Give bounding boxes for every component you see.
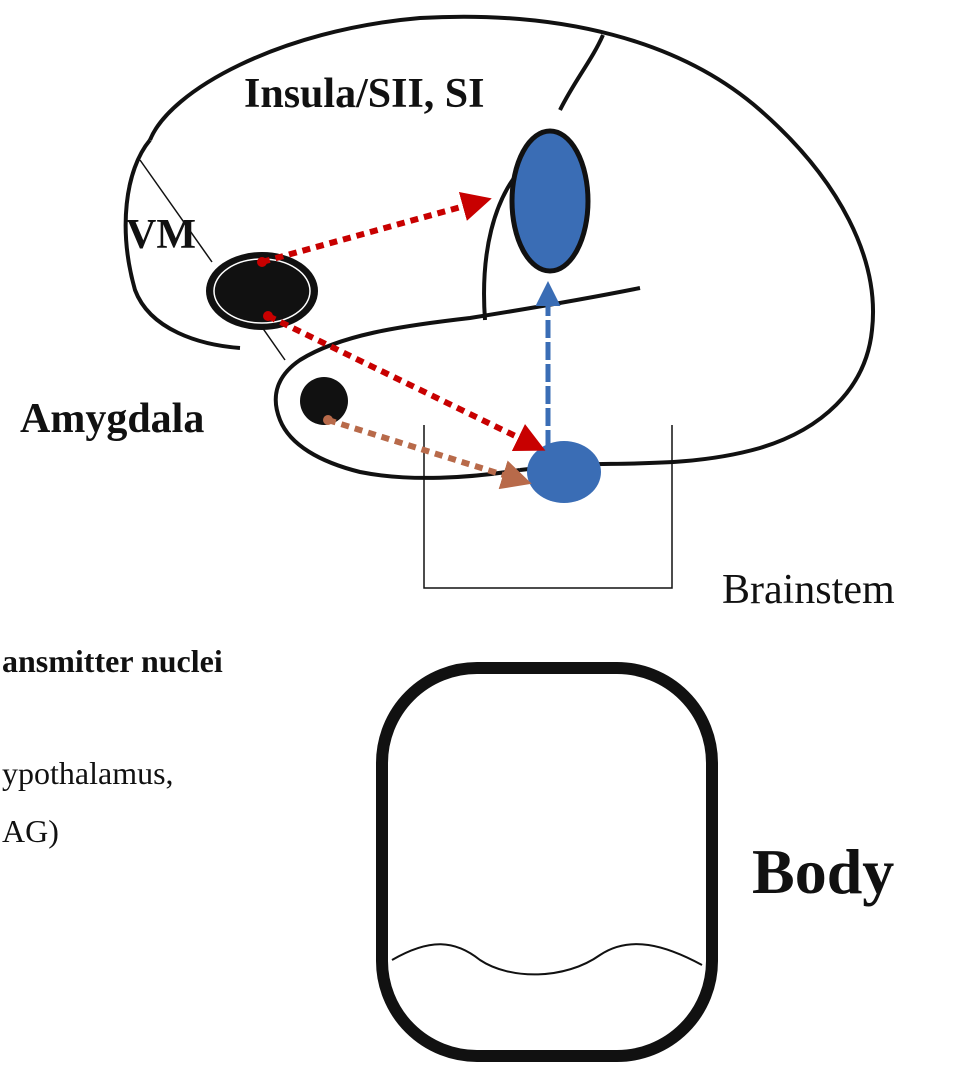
amygdala-label: Amygdala — [20, 396, 204, 442]
central-sulcus-line — [560, 35, 603, 110]
body-label: Body — [752, 836, 894, 907]
arrow-vm-to-insula — [262, 200, 486, 262]
insula-label: Insula/SII, SI — [244, 71, 485, 117]
arrow-amygdala-to-brainstem-origin — [323, 415, 333, 425]
insula-region — [512, 131, 588, 271]
hypothalamus-label: ypothalamus, — [2, 755, 174, 791]
body-fluid-line — [392, 944, 702, 974]
vm-label: VM — [126, 212, 196, 258]
pag-label: AG) — [2, 813, 59, 849]
arrow-vm-to-brainstem-origin — [263, 311, 273, 321]
nuclei-label: ansmitter nuclei — [2, 643, 223, 679]
body-shape — [382, 668, 712, 1056]
brainstem-label: Brainstem — [722, 567, 895, 613]
arrow-vm-to-insula-origin — [257, 257, 267, 267]
arrow-vm-to-brainstem — [268, 316, 540, 448]
